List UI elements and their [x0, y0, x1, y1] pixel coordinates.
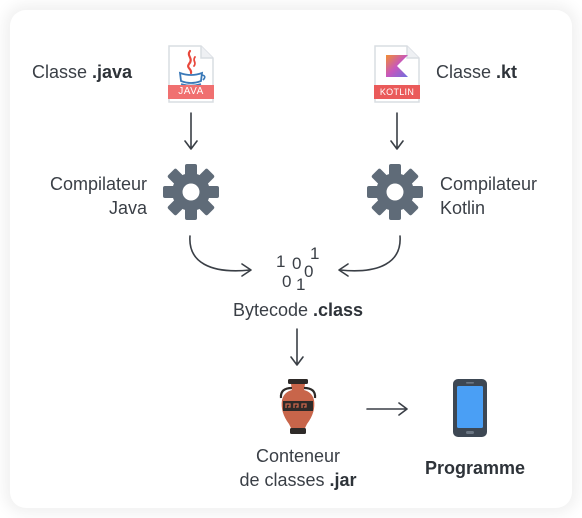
bit: 1 [276, 252, 286, 271]
jar-label: Conteneur de classes .jar [226, 444, 370, 492]
bit: 0 [282, 272, 292, 291]
kotlin-class-label: Classe .kt [436, 60, 517, 84]
jar-line2-ext: .jar [329, 470, 357, 490]
bit: 0 [292, 254, 302, 273]
kotlin-file-icon: KOTLIN [374, 45, 420, 103]
java-compiler-label: Compilateur Java [30, 172, 147, 220]
arrow-bytecode-to-jar [290, 328, 304, 366]
bit: 1 [310, 244, 320, 263]
kotlin-compiler-gear-icon [367, 164, 423, 220]
arrow-java-to-compiler [184, 112, 198, 150]
bit: 1 [296, 275, 306, 294]
java-file-badge: JAVA [168, 85, 214, 99]
arrow-java-compiler-to-bytecode [189, 235, 252, 277]
java-class-ext: .java [92, 62, 133, 82]
kotlin-badge-text: KOTLIN [379, 87, 415, 97]
kotlin-class-prefix: Classe [436, 62, 497, 82]
arrow-kotlin-compiler-to-bytecode [338, 235, 401, 277]
kotlin-compiler-line2: Kotlin [440, 198, 486, 218]
java-class-prefix: Classe [32, 62, 93, 82]
arrow-jar-to-program [366, 402, 408, 416]
binary-digits-icon: 1 0 1 0 1 0 [274, 244, 324, 294]
jar-line1: Conteneur [255, 446, 341, 466]
java-compiler-gear-icon [163, 164, 219, 220]
bytecode-prefix: Bytecode [232, 300, 313, 320]
bytecode-ext: .class [313, 300, 364, 320]
kotlin-class-ext: .kt [496, 62, 518, 82]
bit: 0 [304, 262, 314, 281]
java-compiler-line1: Compilateur [49, 174, 147, 194]
java-compiler-line2: Java [108, 198, 147, 218]
java-class-label: Classe .java [32, 60, 132, 84]
jar-line2-prefix: de classes [239, 470, 330, 490]
smartphone-icon [453, 379, 487, 437]
program-label: Programme [410, 456, 540, 480]
bytecode-label: Bytecode .class [200, 298, 396, 322]
kotlin-compiler-line1: Compilateur [440, 174, 538, 194]
arrow-kotlin-to-compiler [390, 112, 404, 150]
java-file-icon: JAVA [168, 45, 214, 103]
java-badge-text: JAVA [178, 86, 204, 97]
program-text: Programme [424, 458, 526, 478]
kotlin-file-badge: KOTLIN [374, 85, 420, 99]
kotlin-compiler-label: Compilateur Kotlin [440, 172, 537, 220]
amphora-jar-icon [279, 379, 317, 434]
